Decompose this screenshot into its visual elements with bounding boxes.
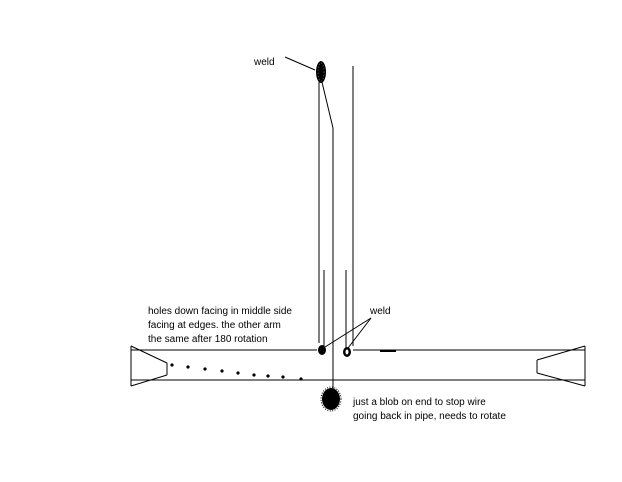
holes-annotation: holes down facing in middle side facing … xyxy=(148,306,292,345)
holes-annotation-line-2: facing at edges. the other arm xyxy=(148,320,281,331)
wire-end-blob xyxy=(320,386,342,412)
hole-dot xyxy=(186,365,190,369)
hole-dot xyxy=(236,371,240,375)
hole-dot xyxy=(252,373,256,377)
inner-wire xyxy=(320,77,334,398)
leader-lines xyxy=(284,56,372,349)
blob-annotation-line-2: going back in pipe, needs to rotate xyxy=(353,411,506,422)
hole-dot xyxy=(266,374,270,378)
weld-right-label: weld xyxy=(369,306,391,317)
blob-annotation-line-1: just a blob on end to stop wire xyxy=(352,397,486,408)
hole-dot xyxy=(299,377,303,381)
weld-joint-right-blob xyxy=(343,347,351,357)
weld-right-leader-1 xyxy=(324,317,372,348)
holes-annotation-line-1: holes down facing in middle side xyxy=(148,306,292,317)
hole-dot xyxy=(203,367,207,371)
holes-annotation-line-3: the same after 180 rotation xyxy=(148,334,268,345)
weld-top-blob xyxy=(316,61,326,83)
weld-right-leader-2 xyxy=(347,317,372,349)
hole-dot xyxy=(281,375,285,379)
right-nozzle xyxy=(536,345,586,387)
weld-top-label: weld xyxy=(253,57,275,68)
hole-row xyxy=(170,363,303,381)
inner-tube-stubs xyxy=(323,270,347,348)
weld-top-leader xyxy=(284,56,316,71)
horizontal-pipe xyxy=(131,349,585,381)
blob-annotation: just a blob on end to stop wire going ba… xyxy=(352,397,506,422)
weld-joint-left-blob xyxy=(318,345,326,355)
left-nozzle xyxy=(130,345,168,387)
vertical-pipe xyxy=(318,66,354,346)
hole-dot xyxy=(220,369,224,373)
hole-dot xyxy=(170,363,174,367)
